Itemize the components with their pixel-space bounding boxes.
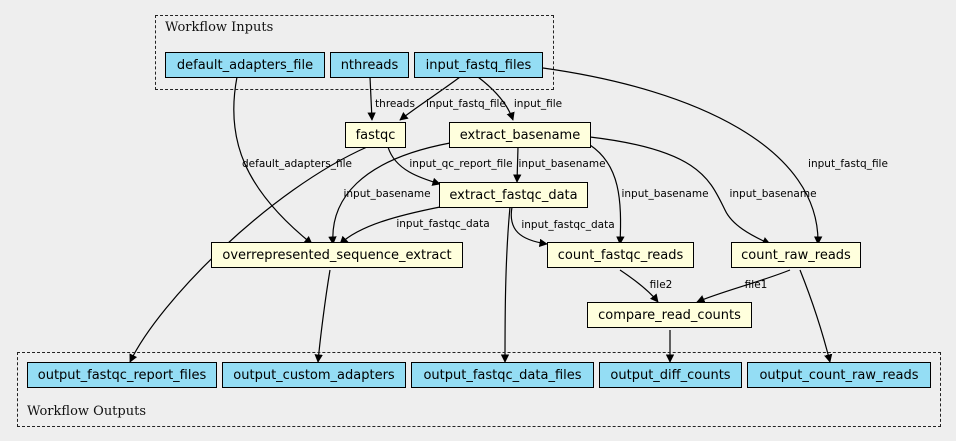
- node-input-fastq-files[interactable]: input_fastq_files: [414, 52, 543, 78]
- edge-basename-extract-fastqc-data: [513, 146, 522, 183]
- edge-input-fastq-count-raw: [542, 67, 823, 245]
- edge-fastqc-data-count-fastqc: [510, 206, 548, 248]
- edge-label-input-basename-count-fastqc: input_basename: [621, 187, 709, 200]
- workflow-outputs-title: Workflow Outputs: [27, 404, 146, 419]
- node-nthreads[interactable]: nthreads: [330, 52, 409, 78]
- node-output-fastqc-report-files[interactable]: output_fastqc_report_files: [27, 362, 217, 388]
- edge-count-raw-compare: [696, 269, 791, 303]
- edge-label-file2: file2: [649, 278, 673, 291]
- node-extract-basename[interactable]: extract_basename: [449, 122, 591, 148]
- node-output-count-raw-reads[interactable]: output_count_raw_reads: [747, 362, 931, 388]
- edge-label-file1: file1: [744, 278, 768, 291]
- edge-basename-overrep: [328, 142, 451, 245]
- edge-label-input-basename-extract: input_basename: [518, 157, 606, 170]
- workflow-inputs-title: Workflow Inputs: [165, 20, 274, 35]
- edge-label-threads: threads: [375, 97, 415, 110]
- node-output-custom-adapters[interactable]: output_custom_adapters: [222, 362, 406, 388]
- edge-label-input-fastq-file-fastqc: input_fastq_file: [426, 97, 506, 110]
- edge-default-adapters-overrep: [233, 76, 313, 245]
- node-extract-fastqc-data[interactable]: extract_fastqc_data: [439, 182, 588, 208]
- edge-fastqc-data-output: [500, 206, 511, 363]
- edge-count-raw-output: [799, 269, 833, 363]
- edge-fastqc-extract-fastqc-data: [387, 146, 441, 186]
- node-overrepresented-sequence-extract[interactable]: overrepresented_sequence_extract: [211, 242, 463, 268]
- edge-label-input-basename-overrep: input_basename: [343, 187, 431, 200]
- node-output-diff-counts[interactable]: output_diff_counts: [599, 362, 742, 388]
- node-count-fastqc-reads[interactable]: count_fastqc_reads: [547, 242, 694, 268]
- node-output-fastqc-data-files[interactable]: output_fastqc_data_files: [411, 362, 594, 388]
- workflow-outputs-cluster: [17, 352, 941, 427]
- edge-basename-count-raw: [589, 136, 771, 245]
- edge-input-fastq-extract-basename: [477, 76, 515, 121]
- edge-fastqc-data-overrep: [339, 206, 441, 245]
- node-compare-read-counts[interactable]: compare_read_counts: [587, 302, 752, 328]
- edge-label-input-basename-count-raw: input_basename: [729, 187, 817, 200]
- edge-nthreads-fastqc: [367, 76, 376, 121]
- node-fastqc[interactable]: fastqc: [345, 122, 406, 148]
- workflow-inputs-cluster: [155, 15, 554, 90]
- edge-label-input-fastqc-data-overrep: input_fastqc_data: [396, 217, 490, 230]
- edge-basename-count-fastqc: [589, 144, 625, 245]
- edge-overrep-output-adapters: [314, 269, 331, 363]
- edge-label-input-qc-report-file: input_qc_report_file: [409, 157, 513, 170]
- node-count-raw-reads[interactable]: count_raw_reads: [731, 242, 861, 268]
- edge-label-input-fastq-file-count-raw: input_fastq_file: [808, 157, 888, 170]
- edge-label-input-file: input_file: [513, 97, 563, 110]
- edge-label-default-adapters-file: default_adapters_file: [242, 157, 352, 170]
- edge-input-fastq-fastqc: [399, 76, 461, 121]
- edge-label-input-fastqc-data-count: input_fastqc_data: [521, 218, 615, 231]
- node-default-adapters-file[interactable]: default_adapters_file: [165, 52, 325, 78]
- edge-count-fastqc-compare: [619, 269, 659, 303]
